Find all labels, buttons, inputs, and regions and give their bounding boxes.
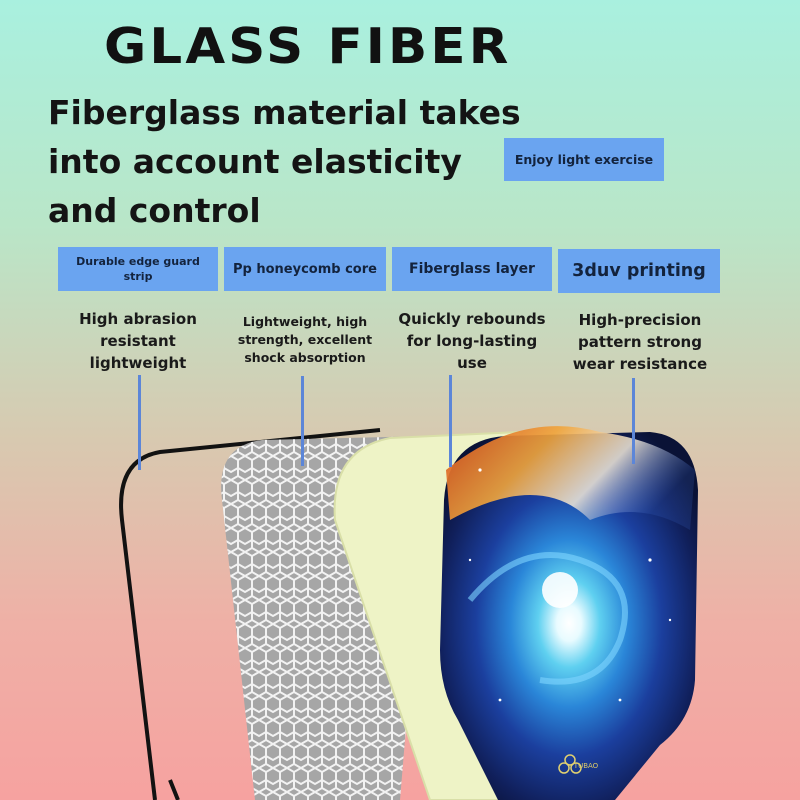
pointer-line-edge-guard: [138, 375, 141, 470]
headline: Fiberglass material takes into account e…: [48, 88, 528, 235]
pointer-line-printing: [632, 378, 635, 464]
layer-desc-edge-guard: High abrasion resistant lightweight: [79, 310, 197, 372]
headline-line-1: Fiberglass material takes: [48, 93, 521, 132]
enjoy-light-exercise-tag: Enjoy light exercise: [504, 138, 664, 181]
layer-tag-fiberglass: Fiberglass layer: [392, 247, 552, 291]
headline-line-2: into account elasticity: [48, 142, 462, 181]
pointer-line-fiberglass: [449, 375, 452, 467]
layer-desc-fiberglass: Quickly rebounds for long-lasting use: [398, 310, 546, 372]
printed-galaxy-face: [440, 426, 698, 800]
headline-line-3: and control: [48, 191, 261, 230]
brand-logo: [558, 754, 582, 774]
pointer-line-honeycomb: [301, 376, 304, 466]
brand-name: TUBAO: [573, 762, 599, 770]
edge-guard-strip: [119, 428, 381, 800]
layer-tag-edge-guard: Durable edge guard strip: [58, 247, 218, 291]
layer-tag-printing: 3duv printing: [558, 249, 720, 293]
layer-desc-printing: High-precision pattern strong wear resis…: [572, 311, 708, 373]
page-title: GLASS FIBER: [104, 18, 512, 75]
layer-desc-honeycomb: Lightweight, high strength, excellent sh…: [237, 314, 373, 365]
layer-tag-honeycomb: Pp honeycomb core: [224, 247, 386, 291]
